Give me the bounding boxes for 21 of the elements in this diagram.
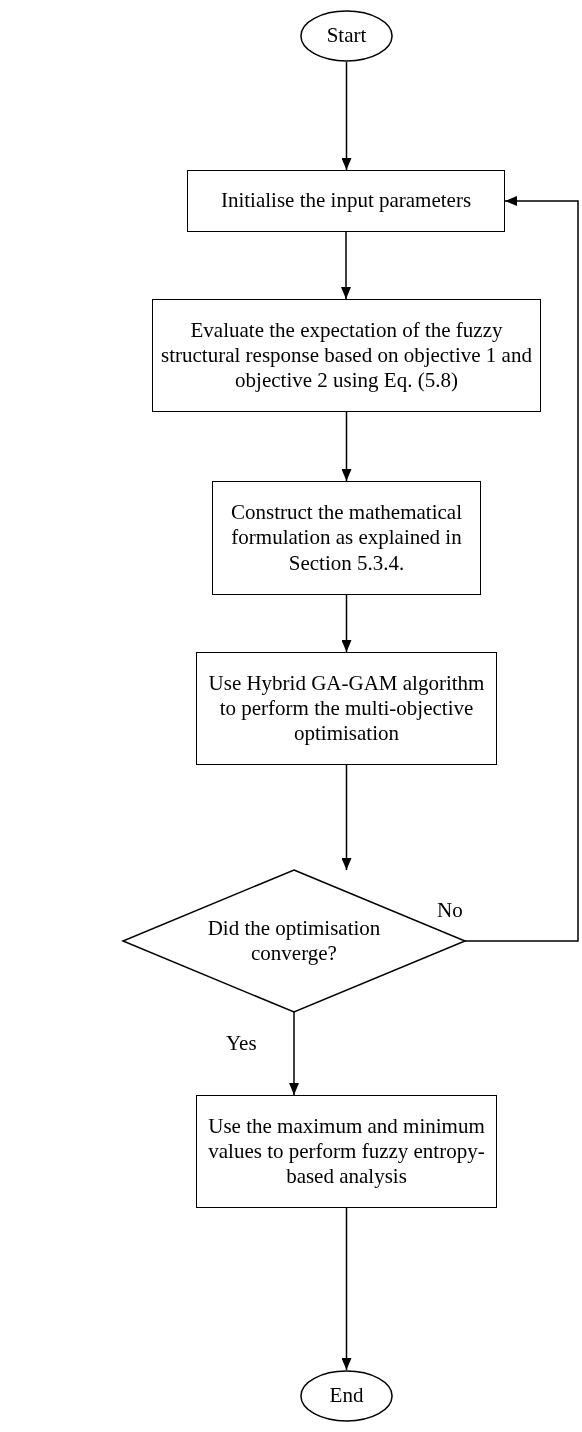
node-label: Initialise the input parameters [220,188,472,214]
arrow [341,764,352,871]
arrow [341,231,351,300]
node-label: Did the optimisation converge? [206,915,382,967]
node-label: Use the maximum and minimum values to perform fuzzy entropy-based analysis [207,1113,486,1190]
arrow [341,61,352,171]
process-box [212,481,481,595]
process-box [152,299,541,412]
node-label: End [329,1383,364,1409]
node-label: Evaluate the expectation of the fuzzy structural response based on objective 1 and objective 2 using Eq. (5.8) [160,317,533,394]
process-box [196,652,497,765]
process-box [187,170,505,232]
arrow [341,411,352,482]
node-label: Use Hybrid GA-GAM algorithm to perform the multi-objective optimisation [207,670,486,747]
arrow [289,1011,299,1096]
arrow [341,1207,352,1371]
node-label: Construct the mathematical formulation as explained in Section 5.3.4. [230,500,463,576]
process-box [196,1095,497,1208]
arrow [464,196,579,942]
node-label: Start [326,23,367,49]
arrow [341,594,352,653]
